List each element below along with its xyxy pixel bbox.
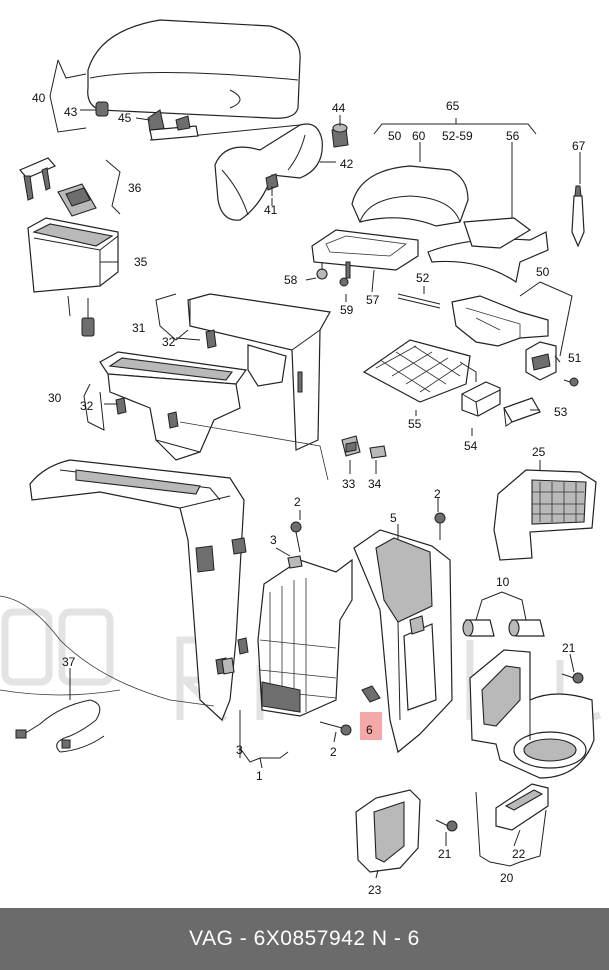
screw-2-bottom (319, 721, 352, 736)
callout-22: 22 (512, 847, 526, 861)
callout-53: 53 (554, 405, 568, 419)
cover-60 (351, 165, 469, 227)
callout-56: 56 (506, 129, 520, 143)
callout-42: 42 (340, 157, 354, 171)
callout-35: 35 (134, 255, 148, 269)
screw-58 (316, 262, 328, 280)
plate-22 (495, 783, 549, 831)
screw-21-upper (561, 672, 584, 684)
callout-67: 67 (572, 139, 586, 153)
cover-53 (503, 397, 541, 427)
callout-21-lower: 21 (438, 847, 452, 861)
callout-40: 40 (32, 91, 46, 105)
clip-6 (361, 685, 381, 703)
callout-3-lower: 3 (236, 743, 243, 757)
screw-2-left (290, 521, 302, 553)
armrest-lid-40 (87, 19, 323, 221)
callout-52-59: 52-59 (442, 129, 473, 143)
callout-10: 10 (496, 575, 510, 589)
callout-60: 60 (412, 129, 426, 143)
rod-52 (397, 293, 441, 309)
callouts: 40 43 45 44 42 41 65 50 60 52-59 56 67 3… (32, 91, 586, 897)
callout-59: 59 (340, 303, 354, 317)
parts-diagram: 40 43 45 44 42 41 65 50 60 52-59 56 67 3… (0, 19, 602, 897)
callout-33: 33 (342, 477, 356, 491)
callout-32-lower: 32 (80, 399, 94, 413)
pin-44 (331, 123, 349, 148)
screw-2-right (434, 512, 446, 540)
callout-55: 55 (408, 417, 422, 431)
screw-51 (563, 377, 579, 387)
callout-52: 52 (416, 271, 430, 285)
callout-32-upper: 32 (162, 335, 176, 349)
callout-37: 37 (62, 655, 76, 669)
callout-21-upper: 21 (562, 641, 576, 655)
frame-57 (311, 229, 419, 287)
callout-41: 41 (264, 203, 278, 217)
panel-5 (353, 529, 453, 754)
storage-box-35 (27, 217, 119, 337)
callout-2-right: 2 (434, 487, 441, 501)
harness-37 (15, 699, 105, 753)
mechanism-50 (451, 295, 557, 381)
mesh-55 (362, 339, 477, 403)
frame-1 (257, 558, 353, 717)
callout-58: 58 (284, 273, 298, 287)
callout-25: 25 (532, 445, 546, 459)
callout-44: 44 (332, 101, 346, 115)
callout-57: 57 (366, 293, 380, 307)
vent-25 (493, 469, 597, 561)
console-body (0, 459, 249, 722)
footer-part-label: VAG - 6X0857942 N - 6 (189, 927, 420, 950)
screw-21-lower (435, 819, 458, 832)
tube-67 (571, 185, 585, 248)
callout-50-top: 50 (388, 129, 402, 143)
screw-41 (265, 173, 279, 196)
callout-1: 1 (256, 769, 263, 783)
tray-30 (99, 351, 329, 481)
hinge-clip-45 (147, 109, 199, 141)
callout-20: 20 (500, 871, 514, 885)
bracket-36 (19, 157, 97, 217)
highlight-6 (360, 712, 382, 740)
callout-45: 45 (118, 111, 132, 125)
tray-23 (355, 789, 421, 873)
callout-30: 30 (48, 391, 62, 405)
callout-3-upper: 3 (270, 533, 277, 547)
lighter-10 (462, 619, 545, 637)
callout-2-bottom: 2 (330, 745, 337, 759)
cap-34 (369, 445, 387, 459)
callout-54: 54 (464, 439, 478, 453)
callout-23: 23 (368, 883, 382, 897)
leader-lines (49, 59, 581, 879)
cupholder-20 (469, 649, 595, 779)
clip-3 (221, 555, 303, 675)
callout-43: 43 (64, 105, 78, 119)
callout-5: 5 (390, 511, 397, 525)
callout-50-right: 50 (536, 265, 550, 279)
footer-bar: VAG - 6X0857942 N - 6 (0, 908, 609, 970)
callout-6: 6 (366, 723, 373, 737)
callout-65: 65 (446, 99, 460, 113)
switch-33 (341, 435, 361, 457)
callout-51: 51 (568, 351, 582, 365)
box-31 (187, 293, 331, 451)
bumper-43 (95, 101, 109, 117)
callout-2-left: 2 (294, 495, 301, 509)
trim-56 (427, 217, 549, 283)
clip-54 (461, 381, 501, 417)
callout-34: 34 (368, 477, 382, 491)
callout-36: 36 (128, 181, 142, 195)
callout-31: 31 (132, 321, 146, 335)
